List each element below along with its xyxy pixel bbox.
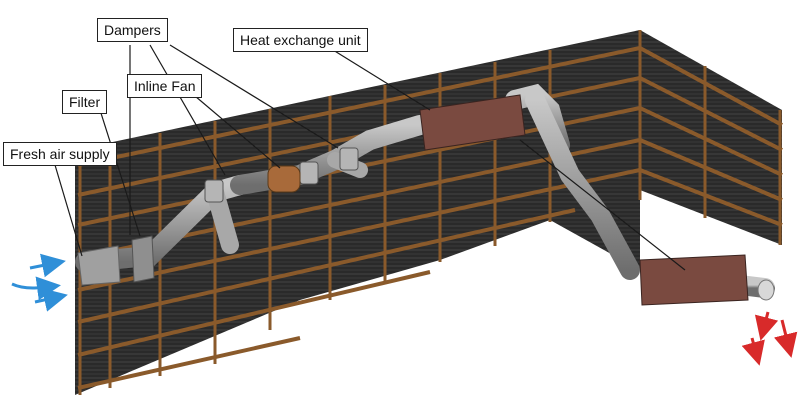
label-fresh-air-supply: Fresh air supply	[3, 142, 117, 166]
damper-2	[299, 161, 319, 185]
label-filter: Filter	[62, 90, 108, 114]
intake-hood	[77, 245, 121, 286]
heat-exchange-unit-top	[419, 94, 526, 151]
damper-1	[204, 179, 224, 203]
inlet-arrow-icon	[11, 253, 68, 312]
damper-3	[339, 147, 359, 171]
label-dampers: Dampers	[97, 18, 168, 42]
exhaust-arrow-icon	[741, 311, 798, 366]
label-heat-exchange-unit: Heat exchange unit	[233, 28, 368, 52]
label-inline-fan: Inline Fan	[127, 74, 203, 98]
filter-unit	[131, 235, 155, 283]
wall-right-panel	[640, 30, 782, 245]
leader-lines	[54, 44, 686, 271]
heat-exchange-unit-bottom	[639, 254, 749, 306]
inline-fan-unit	[267, 165, 301, 193]
